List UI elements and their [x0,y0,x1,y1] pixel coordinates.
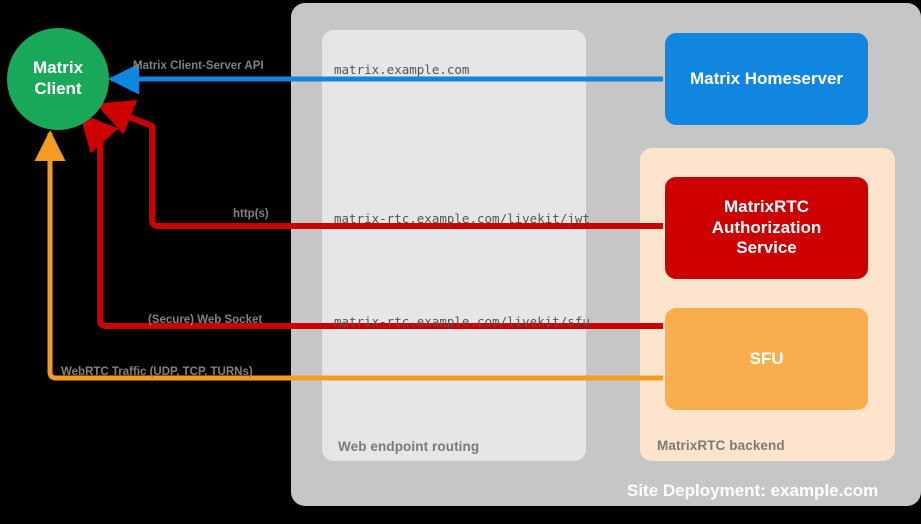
label-secure-web-socket: (Secure) Web Socket [148,314,263,326]
node-matrix-client-label: Matrix Client [32,58,84,98]
web-endpoint-routing-container [322,30,586,461]
node-sfu[interactable]: SFU [665,308,868,410]
web-endpoint-routing-label: Web endpoint routing [338,439,480,454]
label-http-s: http(s) [233,208,269,220]
node-matrix-homeserver-label: Matrix Homeserver [689,68,844,88]
node-matrixrtc-authorization-service-label: MatrixRTC Authorization Service [711,197,822,258]
node-matrixrtc-authorization-service[interactable]: MatrixRTC Authorization Service [665,177,868,279]
matrixrtc-backend-label: MatrixRTC backend [657,438,785,453]
endpoint-url-matrix: matrix.example.com [334,62,470,77]
node-matrix-homeserver[interactable]: Matrix Homeserver [665,33,868,125]
endpoint-url-livekit-jwt: matrix-rtc.example.com/livekit/jwt [334,211,590,226]
site-deployment-label: Site Deployment: example.com [627,481,879,500]
endpoint-url-livekit-sfu: matrix-rtc.example.com/livekit/sfu [334,314,590,329]
node-matrix-client[interactable]: Matrix Client [7,28,109,130]
label-matrix-client-server-api: Matrix Client-Server API [133,60,264,72]
label-webrtc-traffic: WebRTC Traffic (UDP, TCP, TURNs) [61,366,253,378]
node-sfu-label: SFU [749,348,784,368]
